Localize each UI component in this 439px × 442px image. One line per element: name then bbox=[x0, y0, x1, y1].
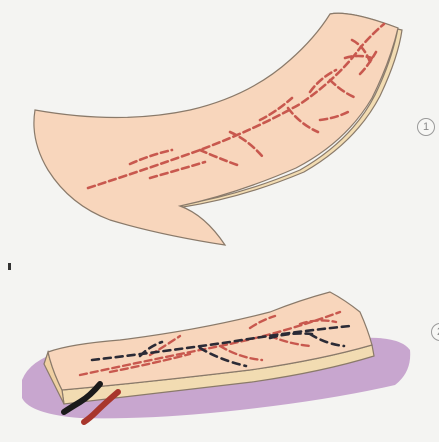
flap-surface bbox=[34, 13, 398, 245]
curved-tissue-flap-icon bbox=[34, 13, 402, 245]
tissue-slab-on-base-icon bbox=[22, 292, 410, 422]
stray-mark bbox=[8, 263, 11, 270]
panel-label-1: 1 bbox=[417, 118, 435, 136]
